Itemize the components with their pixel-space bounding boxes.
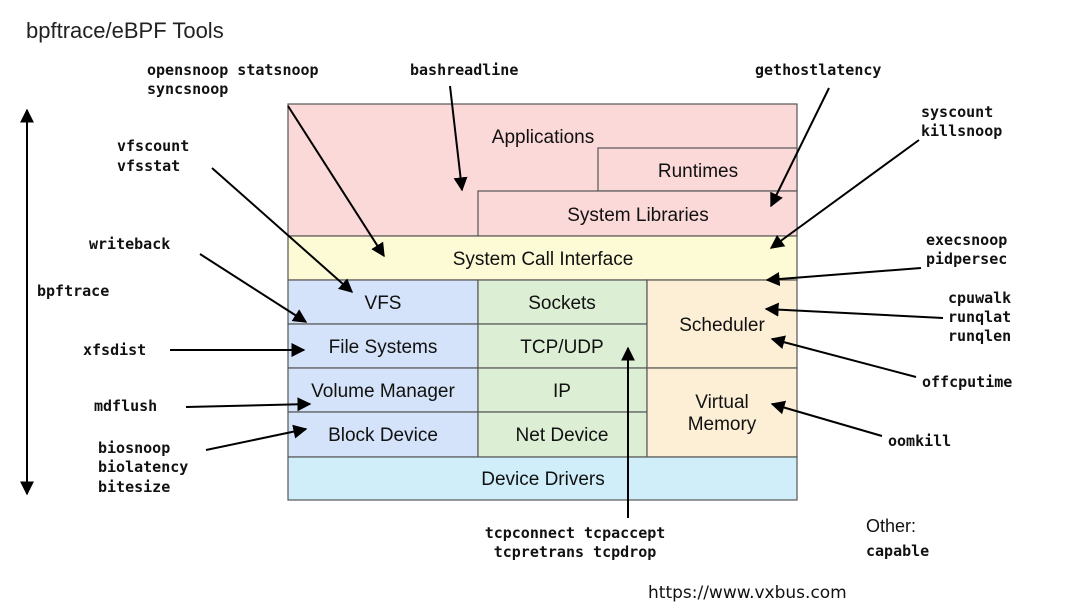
block-device-box <box>287 411 479 458</box>
runtimes-label: Runtimes <box>658 161 738 182</box>
system-call-interface-label: System Call Interface <box>453 249 634 270</box>
applications-label: Applications <box>492 127 594 148</box>
system-libraries-box <box>477 190 798 237</box>
device-drivers-label: Device Drivers <box>481 469 605 490</box>
arrow-writeback <box>199 253 308 323</box>
tool-bitesize: bitesize <box>98 478 170 496</box>
virtual-memory-label-line2: Memory <box>688 414 757 435</box>
diagram-title: bpftrace/eBPF Tools <box>26 18 224 43</box>
arrow-oomkill <box>770 400 883 437</box>
other-label: Other: <box>866 516 916 536</box>
ip-label: IP <box>553 381 571 402</box>
arrow-cpuwalk <box>764 302 944 319</box>
tool-biolatency: biolatency <box>98 458 188 476</box>
tool-pidpersec: pidpersec <box>926 250 1007 268</box>
tool-capable: capable <box>866 542 929 560</box>
arrow-vfscount <box>211 167 354 293</box>
tool-oomkill: oomkill <box>888 432 951 450</box>
file-systems-label: File Systems <box>329 337 438 358</box>
tcp-udp-box <box>477 323 648 369</box>
system-libraries-label: System Libraries <box>567 205 709 226</box>
file-systems-box <box>287 323 479 369</box>
scheduler-box <box>646 279 798 369</box>
arrow-offcputime <box>770 335 917 378</box>
runtimes-box <box>597 147 798 192</box>
tool-bashreadline: bashreadline <box>410 61 518 79</box>
arrow-execsnoop <box>765 267 922 286</box>
arrow-biosnoop <box>205 424 308 451</box>
volume-manager-label: Volume Manager <box>311 381 455 402</box>
arrow-opensnoop <box>287 105 385 258</box>
tcp-udp-label: TCP/UDP <box>520 337 603 358</box>
tool-cpuwalk: cpuwalk <box>948 289 1011 307</box>
net-device-box <box>477 411 648 458</box>
tool-tcpretrans-tcpdrop: tcpretrans tcpdrop <box>494 543 657 561</box>
tool-vfsstat: vfsstat <box>117 157 180 175</box>
tool-tcpconnect-tcpaccept: tcpconnect tcpaccept <box>485 524 666 542</box>
arrows <box>20 85 944 518</box>
tool-syncsnoop: syncsnoop <box>147 80 228 98</box>
tool-runqlen: runqlen <box>948 327 1011 345</box>
tool-killsnoop: killsnoop <box>921 122 1002 140</box>
block-device-label: Block Device <box>328 425 438 446</box>
tool-gethostlatency: gethostlatency <box>755 61 881 79</box>
tool-mdflush: mdflush <box>94 397 157 415</box>
arrow-gethostlatency <box>770 87 830 208</box>
scheduler-label: Scheduler <box>679 315 765 336</box>
vfs-label: VFS <box>365 293 402 314</box>
tool-biosnoop: biosnoop <box>98 439 170 457</box>
arrow-mdflush <box>185 397 312 412</box>
stack-diagram: Applications Runtimes System Libraries S… <box>287 103 798 501</box>
tool-labels: opensnoop statsnoop syncsnoop bashreadli… <box>37 61 1012 561</box>
tool-offcputime: offcputime <box>922 373 1012 391</box>
arrow-bashreadline <box>449 85 468 192</box>
net-device-label: Net Device <box>516 425 609 446</box>
virtual-memory-label-line1: Virtual <box>695 392 749 413</box>
tool-runqlat: runqlat <box>948 308 1011 326</box>
tool-vfscount: vfscount <box>117 137 189 155</box>
tool-writeback: writeback <box>89 235 170 253</box>
tool-xfsdist: xfsdist <box>83 341 146 359</box>
tool-bpftrace: bpftrace <box>37 282 109 300</box>
watermark-url: https://www.vxbus.com <box>648 583 847 603</box>
device-drivers-box <box>287 456 798 501</box>
tool-execsnoop: execsnoop <box>926 231 1007 249</box>
tool-opensnoop-statsnoop: opensnoop statsnoop <box>147 61 319 79</box>
tool-syscount: syscount <box>921 103 993 121</box>
sockets-label: Sockets <box>528 293 596 314</box>
arrow-syscount <box>769 139 920 249</box>
